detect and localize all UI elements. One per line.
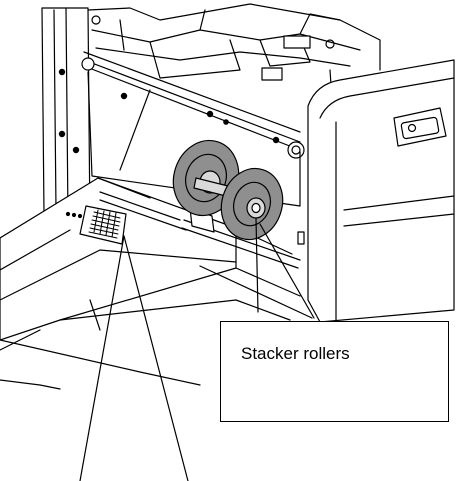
stacker-rollers-label: Stacker rollers xyxy=(241,344,350,363)
stacker-rollers xyxy=(172,139,301,269)
guide-leader-lines xyxy=(79,235,189,481)
stacker-rollers-callout: Stacker rollers xyxy=(220,321,449,422)
front-roller xyxy=(220,167,284,241)
top-mechanism xyxy=(87,3,381,101)
right-side-cover xyxy=(297,59,455,323)
stacker-rollers-leader xyxy=(255,217,315,319)
paper-guide xyxy=(65,191,187,245)
